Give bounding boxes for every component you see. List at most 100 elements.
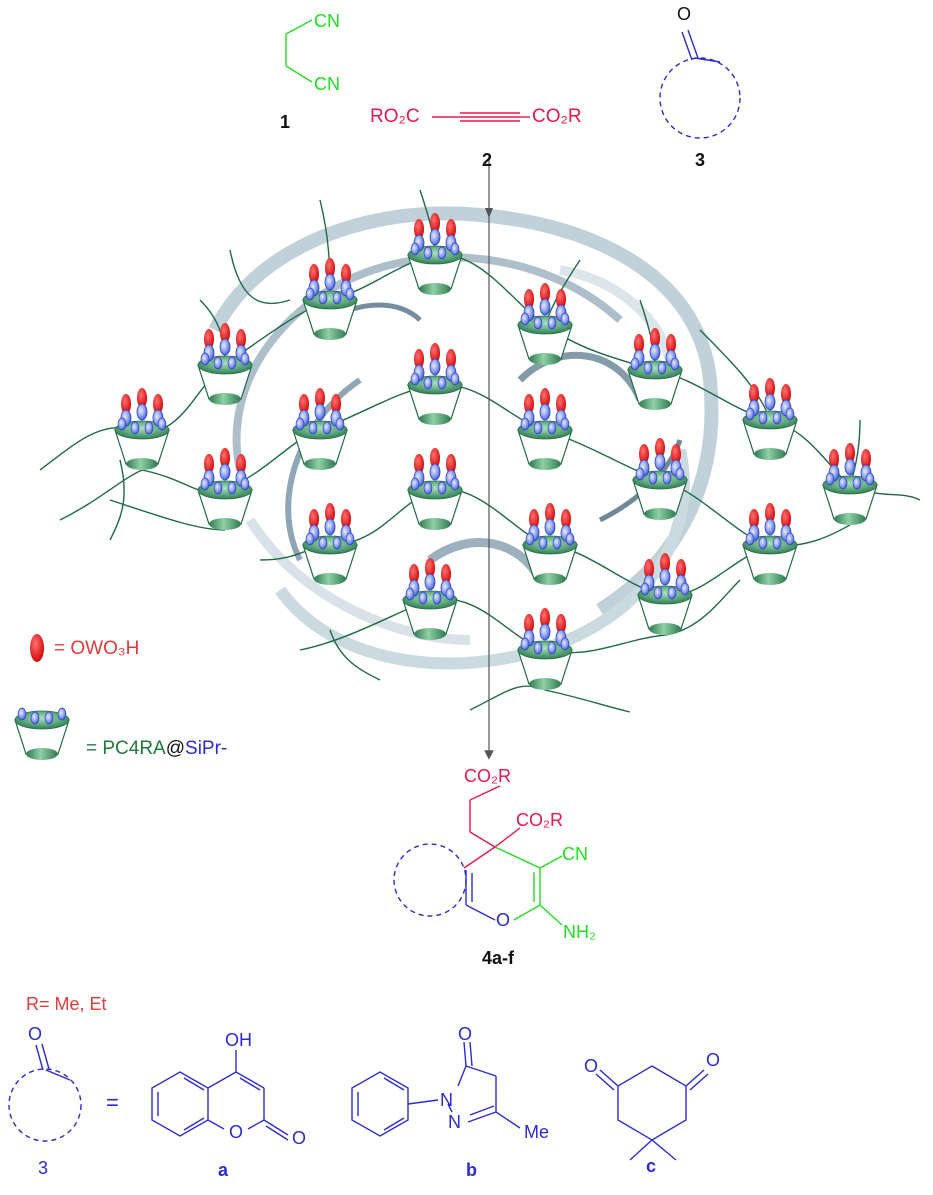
c-o-left: O bbox=[584, 1056, 599, 1076]
acid-oval-icon bbox=[121, 394, 131, 414]
acid-oval-icon bbox=[137, 388, 147, 408]
acid-oval-icon bbox=[220, 323, 230, 343]
rim-lobe-icon bbox=[865, 472, 875, 486]
acid-oval-icon bbox=[524, 289, 534, 309]
linker-oval-icon bbox=[219, 338, 231, 356]
acid-oval-icon bbox=[414, 219, 424, 239]
acid-oval-icon bbox=[430, 343, 440, 363]
linker-oval-icon bbox=[219, 463, 231, 481]
calixarene-cup-icon bbox=[407, 343, 463, 425]
rim-lobe-icon bbox=[30, 711, 40, 725]
calixarene-cup-icon bbox=[742, 503, 798, 585]
rim-lobe-icon bbox=[423, 481, 433, 495]
rim-lobe-icon bbox=[450, 477, 460, 491]
acid-oval-icon bbox=[781, 509, 791, 529]
acid-oval-icon bbox=[671, 444, 681, 464]
linker-oval-icon bbox=[324, 273, 336, 291]
rim-lobe-icon bbox=[130, 421, 140, 435]
calixarene-cup-icon bbox=[14, 707, 70, 760]
calixarene-cup-icon bbox=[517, 608, 573, 690]
acid-oval-icon bbox=[204, 329, 214, 349]
r2-right: CO₂R bbox=[532, 106, 582, 127]
rim-lobe-icon bbox=[565, 532, 575, 546]
acid-oval-icon bbox=[644, 559, 654, 579]
rim-lobe-icon bbox=[653, 586, 663, 600]
rim-lobe-icon bbox=[240, 352, 250, 366]
catalyst-cups bbox=[114, 213, 878, 690]
acid-oval-icon bbox=[341, 264, 351, 284]
acid-oval-icon bbox=[309, 264, 319, 284]
rim-lobe-icon bbox=[437, 246, 447, 260]
calixarene-cup-icon bbox=[402, 558, 458, 640]
rim-lobe-icon bbox=[432, 591, 442, 605]
rim-lobe-icon bbox=[785, 407, 795, 421]
rim-lobe-icon bbox=[335, 417, 345, 431]
rim-lobe-icon bbox=[322, 421, 332, 435]
structure-c-dimedone bbox=[595, 1065, 709, 1161]
acid-oval-icon bbox=[430, 213, 440, 233]
product-nh2: NH₂ bbox=[563, 922, 596, 942]
rim-lobe-icon bbox=[200, 477, 210, 491]
rim-lobe-icon bbox=[745, 532, 755, 546]
acid-oval-icon bbox=[634, 334, 644, 354]
r1-cn-top: CN bbox=[314, 11, 340, 31]
rim-lobe-icon bbox=[533, 641, 543, 655]
b-n1: N bbox=[440, 1090, 453, 1110]
rim-lobe-icon bbox=[144, 421, 154, 435]
calixarene-cup-icon bbox=[197, 448, 253, 530]
legend-support-label: = PC4RA@SiPr- bbox=[86, 738, 227, 760]
rim-lobe-icon bbox=[332, 291, 342, 305]
rim-lobe-icon bbox=[295, 417, 305, 431]
linker-oval-icon bbox=[654, 453, 666, 471]
acid-oval-icon bbox=[341, 509, 351, 529]
tether-line bbox=[39, 254, 921, 501]
calixarene-cup-icon bbox=[302, 503, 358, 585]
r-definition: R= Me, Et bbox=[26, 994, 107, 1014]
acid-oval-icon bbox=[414, 349, 424, 369]
rim-lobe-icon bbox=[772, 411, 782, 425]
rim-lobe-icon bbox=[852, 476, 862, 490]
rim-lobe-icon bbox=[547, 641, 557, 655]
linker-oval-icon bbox=[544, 518, 556, 536]
rim-lobe-icon bbox=[418, 591, 428, 605]
linker-oval-icon bbox=[844, 458, 856, 476]
tether-line bbox=[319, 199, 331, 301]
acid-oval-icon bbox=[639, 444, 649, 464]
rim-lobe-icon bbox=[308, 421, 318, 435]
rim-lobe-icon bbox=[560, 637, 570, 651]
acid-oval-icon bbox=[309, 509, 319, 529]
acid-oval-icon bbox=[524, 614, 534, 634]
calixarene-cup-icon bbox=[627, 328, 683, 410]
linker-oval-icon bbox=[429, 463, 441, 481]
bottom-ring-o: O bbox=[28, 1024, 43, 1044]
structure-a-hydroxycoumarin bbox=[151, 1050, 289, 1141]
rim-lobe-icon bbox=[560, 417, 570, 431]
rim-lobe-icon bbox=[675, 467, 685, 481]
acid-oval-icon bbox=[650, 328, 660, 348]
rim-lobe-icon bbox=[437, 481, 447, 495]
linker-oval-icon bbox=[324, 518, 336, 536]
acid-oval-icon bbox=[765, 503, 775, 523]
acid-oval-icon bbox=[30, 634, 44, 662]
calixarene-cup-icon bbox=[822, 443, 878, 525]
product-cn: CN bbox=[562, 844, 588, 864]
acid-oval-icon bbox=[446, 454, 456, 474]
rim-lobe-icon bbox=[240, 477, 250, 491]
rim-lobe-icon bbox=[667, 586, 677, 600]
acid-oval-icon bbox=[660, 553, 670, 573]
rim-lobe-icon bbox=[410, 242, 420, 256]
b-o: O bbox=[458, 1024, 473, 1044]
rim-lobe-icon bbox=[680, 582, 690, 596]
rim-lobe-icon bbox=[538, 536, 548, 550]
rim-lobe-icon bbox=[17, 707, 27, 721]
bottom-ring-label: 3 bbox=[38, 1158, 49, 1178]
c-label: c bbox=[646, 1156, 657, 1176]
calixarene-cup-icon bbox=[292, 388, 348, 470]
c-o-right: O bbox=[706, 1050, 721, 1070]
legend-acid-label: = OWO₃H bbox=[54, 638, 140, 659]
tether-line bbox=[109, 499, 226, 531]
bottom-ketone-ring bbox=[8, 1043, 82, 1142]
rim-lobe-icon bbox=[772, 536, 782, 550]
rim-lobe-icon bbox=[57, 707, 67, 721]
